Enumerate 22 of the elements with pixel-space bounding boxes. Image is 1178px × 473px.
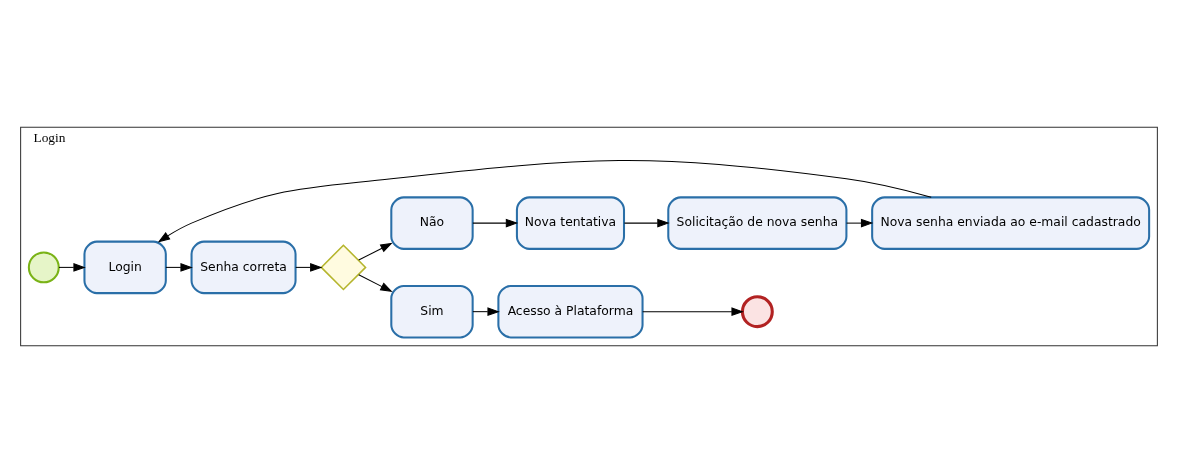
arrow — [295, 263, 323, 272]
node-circle — [27, 251, 60, 284]
arrow — [165, 263, 193, 272]
node-diamond — [320, 244, 367, 291]
arrow — [472, 307, 500, 316]
arrow — [358, 274, 393, 293]
node-box: Acesso à Plataforma — [497, 284, 644, 339]
arrow — [358, 242, 393, 261]
arrow — [472, 218, 519, 228]
node-circle — [740, 295, 774, 329]
node-box: Não — [390, 196, 474, 250]
node-box: Login — [83, 240, 167, 295]
node-box: Nova tentativa — [515, 196, 626, 250]
arrow — [846, 218, 874, 228]
arrow — [623, 218, 670, 228]
node-box: Senha correta — [190, 240, 297, 295]
arrow — [642, 307, 744, 316]
node-box: Sim — [390, 284, 474, 339]
arrow — [58, 263, 86, 272]
node-box: Nova senha enviada ao e-mail cadastrado — [871, 196, 1151, 250]
arrow — [157, 160, 932, 243]
node-box: Solicitação de nova senha — [667, 196, 848, 250]
